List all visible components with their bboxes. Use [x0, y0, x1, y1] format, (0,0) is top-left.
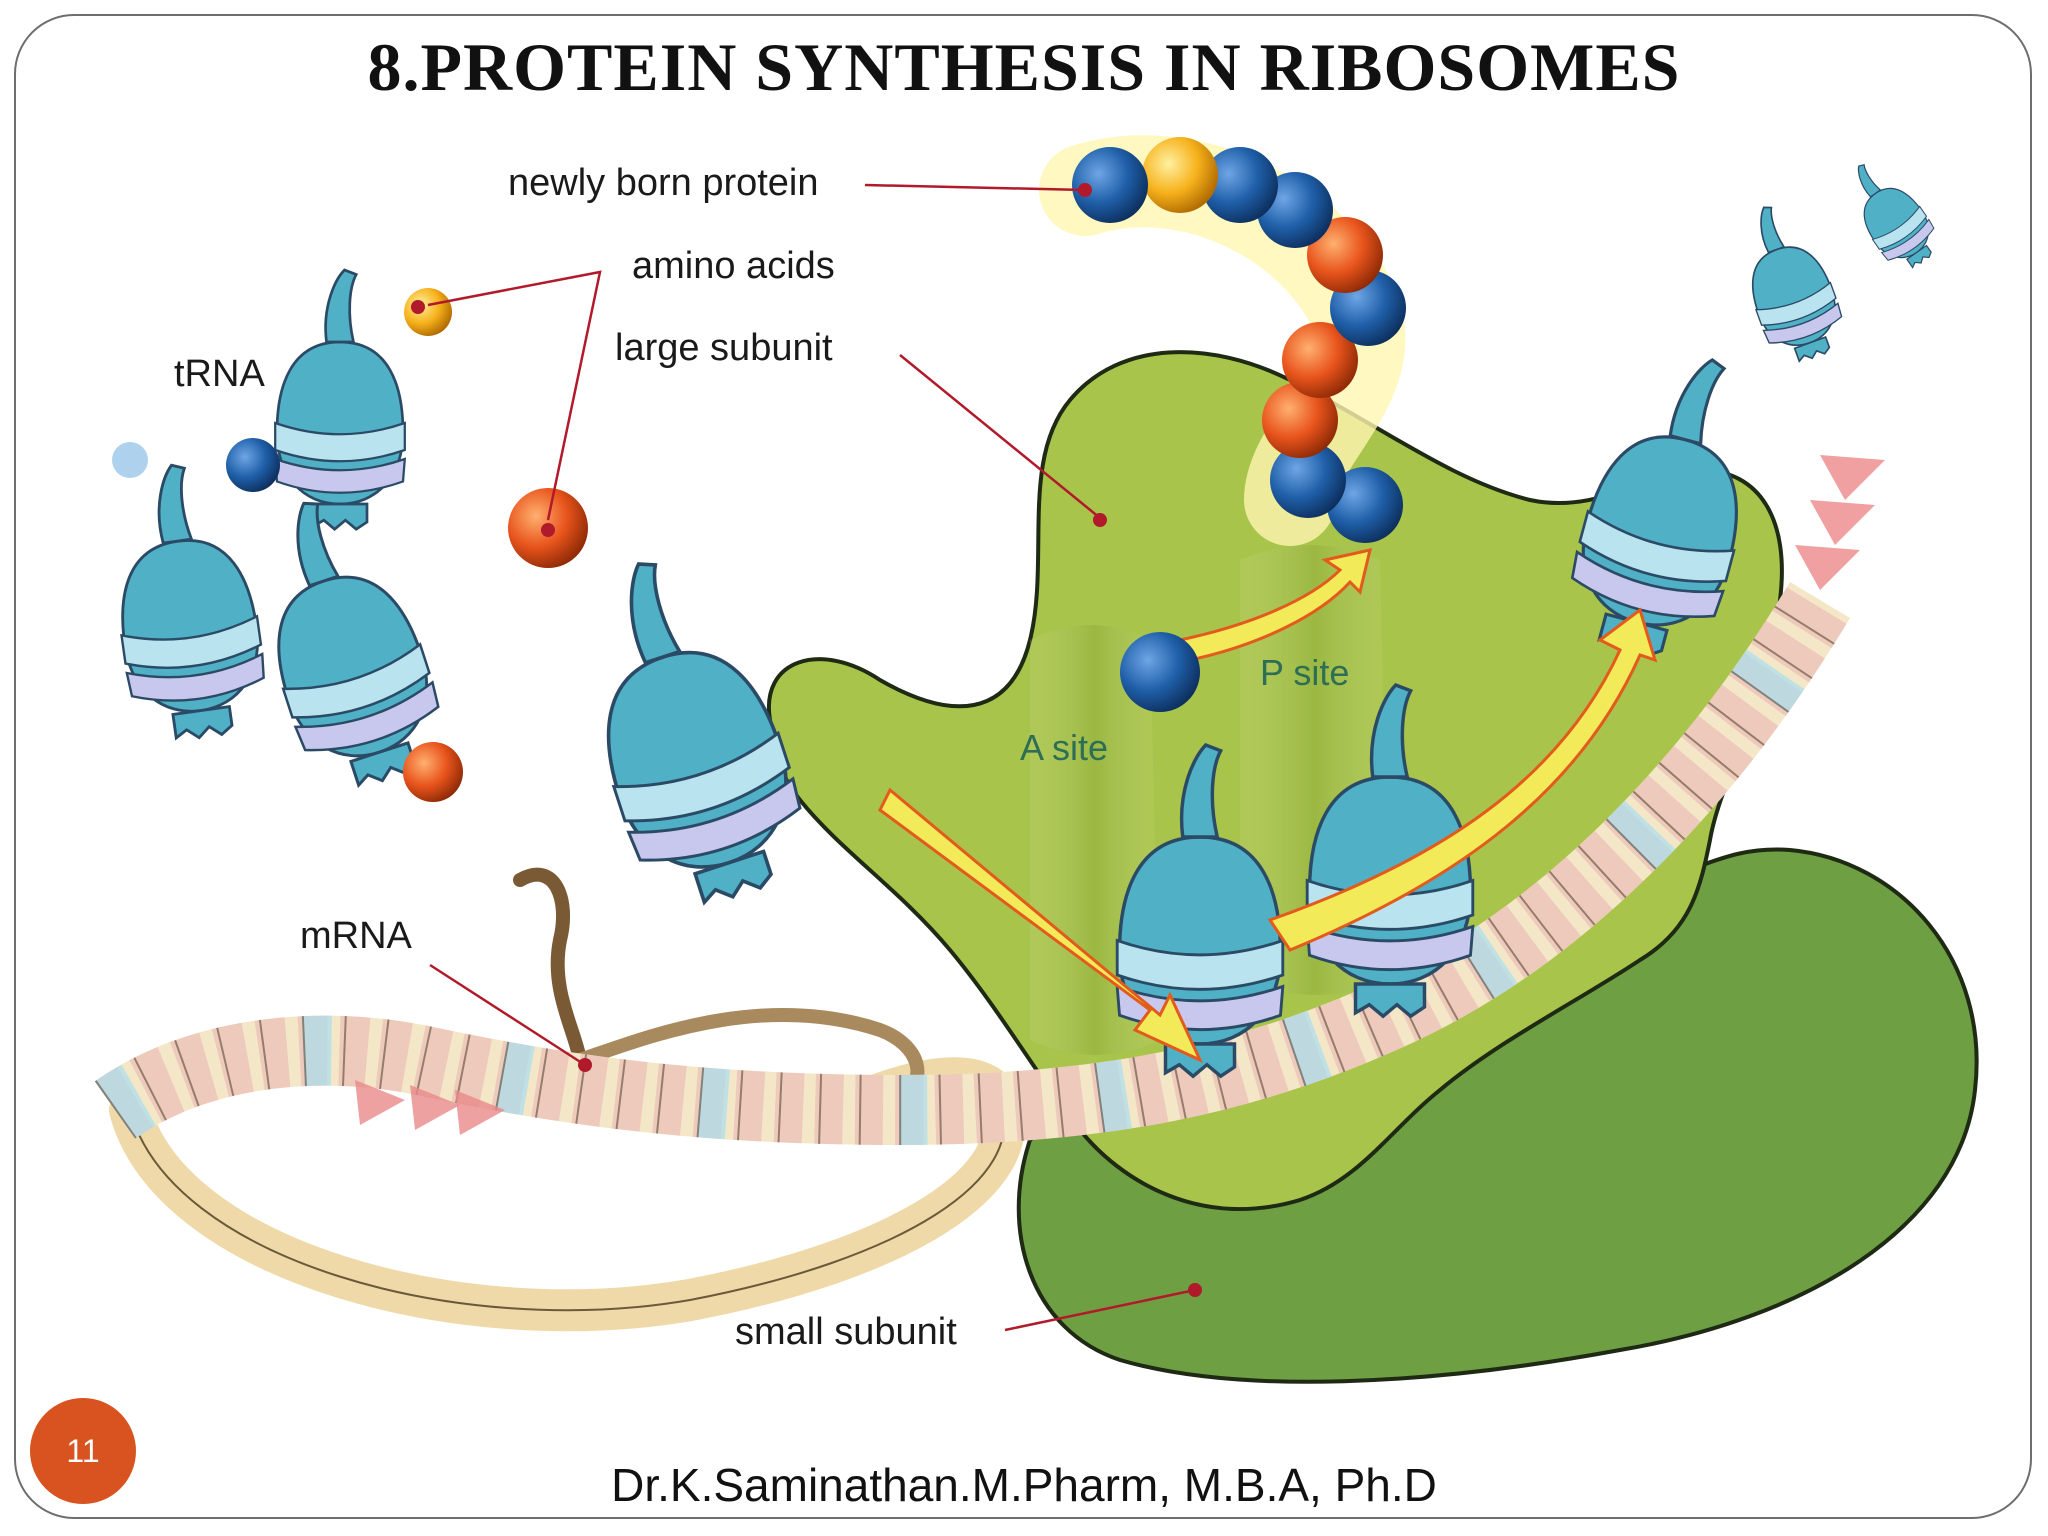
amino-acid-yellow	[404, 288, 452, 336]
label-a-site: A site	[1020, 727, 1108, 768]
a-site-amino-acid	[1120, 632, 1200, 712]
page-number-badge: 11	[30, 1398, 136, 1504]
label-newly-born-protein: newly born protein	[508, 162, 819, 204]
leader-amino-acids	[427, 270, 602, 521]
label-small-subunit: small subunit	[735, 1311, 957, 1353]
leader-small-subunit	[1004, 1288, 1196, 1332]
amino-acid-blue	[226, 438, 280, 492]
label-p-site: P site	[1260, 652, 1349, 693]
label-amino-acids: amino acids	[632, 245, 835, 287]
author-footer: Dr.K.Saminathan.M.Pharm, M.B.A, Ph.D	[611, 1459, 1437, 1511]
label-large-subunit: large subunit	[615, 327, 833, 369]
leader-mrna	[429, 963, 586, 1067]
label-trna: tRNA	[174, 353, 265, 395]
leader-tail	[513, 867, 587, 1067]
leader-large-subunit	[899, 354, 1101, 519]
slide-frame	[14, 14, 2032, 1519]
leader-protein	[864, 183, 1086, 192]
slide-title: 8.PROTEIN SYNTHESIS IN RIBOSOMES	[367, 29, 1681, 105]
mrna-codons	[94, 581, 1851, 1146]
protein-chain	[1039, 135, 1406, 546]
amino-acid-orange-2	[403, 742, 463, 802]
label-mrna: mRNA	[300, 915, 413, 957]
